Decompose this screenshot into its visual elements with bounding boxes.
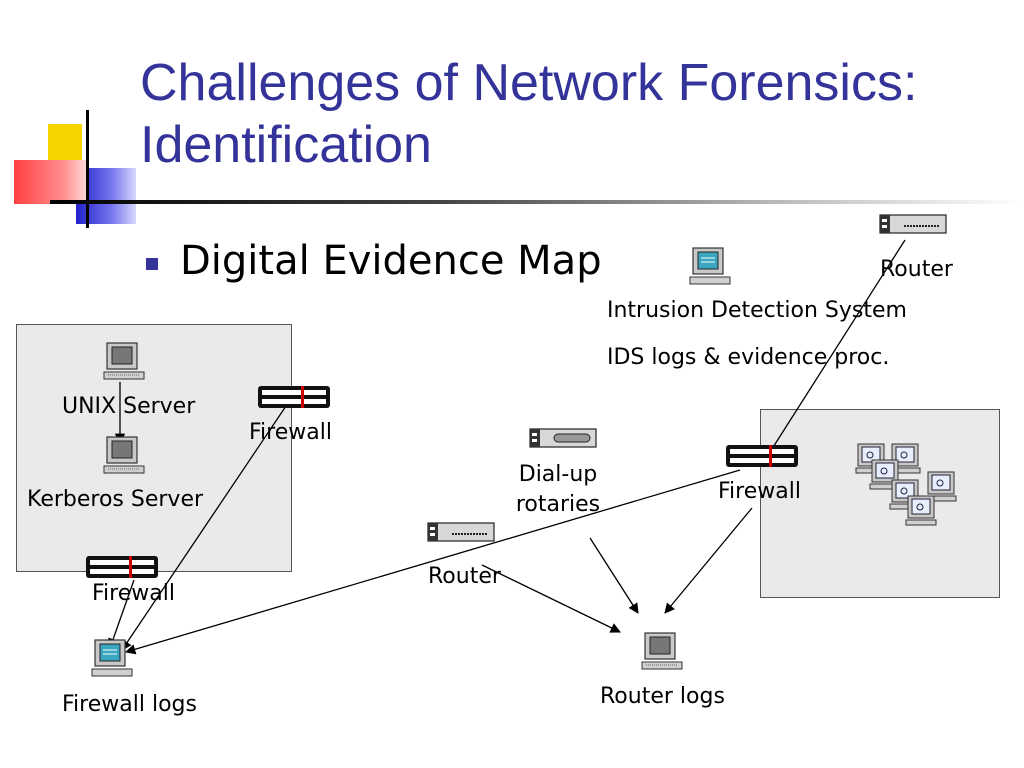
- title-underline: [50, 200, 1024, 204]
- label-dialup-line2: rotaries: [515, 492, 601, 517]
- label-firewall-logs: Firewall logs: [62, 692, 197, 717]
- firewall-icon-left-top: [258, 386, 330, 408]
- label-ids: Intrusion Detection System: [607, 298, 907, 323]
- label-router-logs: Router logs: [600, 684, 725, 709]
- label-unix-server: UNIX Server: [62, 394, 196, 419]
- edge-firewall-right-to-logs: [125, 469, 741, 655]
- label-firewall-left-bottom: Firewall: [92, 581, 175, 606]
- bullet-text: Digital Evidence Map: [180, 238, 602, 284]
- bullet-marker: [146, 258, 158, 270]
- firewall-icon-left-bottom: [86, 556, 158, 578]
- label-kerberos-server: Kerberos Server: [27, 487, 204, 512]
- router-icon-top: [879, 214, 947, 234]
- label-dialup: Dial-up rotaries: [508, 462, 608, 518]
- kerberos-server-computer-icon: [103, 436, 145, 474]
- edge-dialup-to-router-logs: [589, 537, 639, 614]
- remote-network-panel: [760, 409, 1000, 598]
- label-ids-logs: IDS logs & evidence proc.: [607, 345, 890, 370]
- label-firewall-left-top: Firewall: [249, 420, 332, 445]
- ids-computer-icon: [689, 247, 731, 285]
- title-line-1: Challenges of Network Forensics:: [140, 54, 918, 112]
- edge-firewall-top-to-logs: [121, 405, 287, 651]
- label-router-top: Router: [880, 257, 953, 282]
- edge-firewall-bottom-to-logs: [108, 579, 135, 649]
- label-router-center: Router: [428, 564, 501, 589]
- label-dialup-line1: Dial-up: [518, 462, 598, 487]
- router-icon-center: [427, 522, 495, 542]
- label-firewall-right: Firewall: [718, 479, 801, 504]
- edge-router-top-to-firewall: [769, 239, 906, 453]
- decor-red-square: [14, 160, 86, 204]
- slide-title: Challenges of Network Forensics: Identif…: [140, 52, 917, 176]
- workstation-cluster-icon: [855, 443, 957, 526]
- dialup-modem-icon: [529, 428, 597, 448]
- edge-firewall-right-to-router-logs: [664, 507, 753, 614]
- decor-vertical-line: [86, 110, 89, 228]
- unix-server-computer-icon: [103, 342, 145, 380]
- internal-network-panel: [16, 324, 292, 572]
- title-line-2: Identification: [140, 116, 432, 174]
- firewall-icon-right: [726, 445, 798, 467]
- router-logs-computer-icon: [641, 632, 683, 670]
- firewall-logs-computer-icon: [91, 639, 133, 677]
- edge-router-center-to-router-logs: [481, 564, 621, 633]
